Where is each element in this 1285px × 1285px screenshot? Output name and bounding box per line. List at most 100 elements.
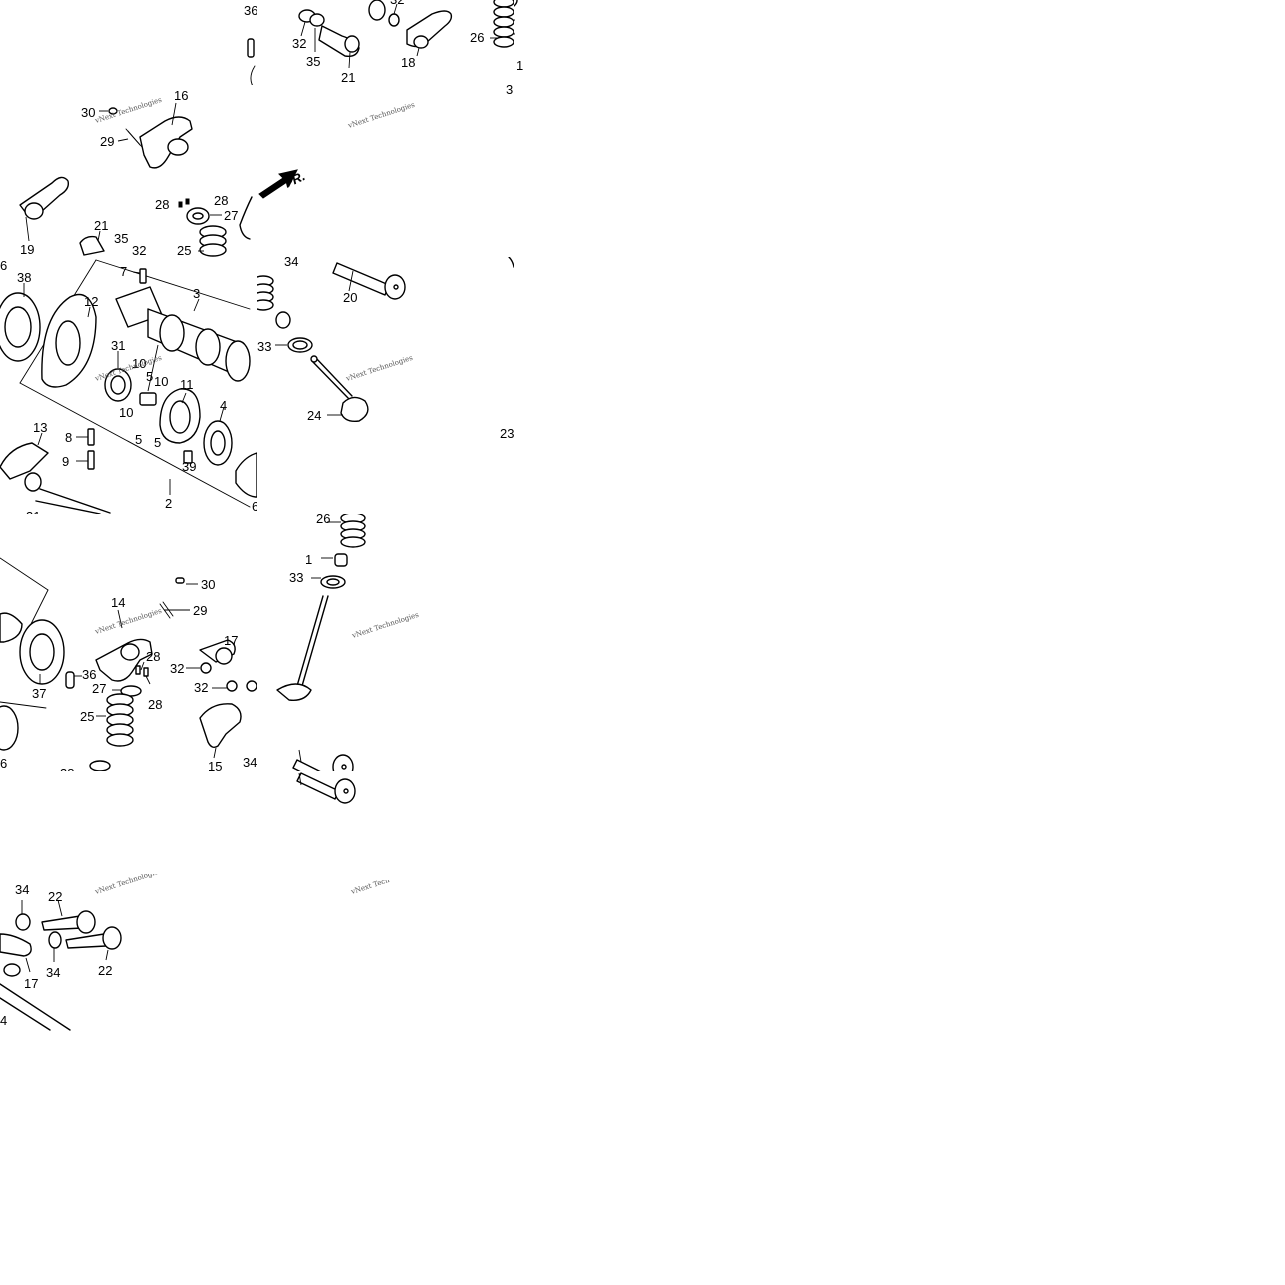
callout-label: 5 bbox=[154, 435, 161, 450]
diagram-tile-camshaft: 6 38 7 12 3 31 10 5 10 10 5 5 11 4 13 8 … bbox=[0, 257, 257, 514]
callout-label: 30 bbox=[81, 105, 95, 120]
callout-label: 16 bbox=[174, 88, 188, 103]
callout-label: 36 bbox=[244, 3, 257, 18]
callout-label: 21 bbox=[341, 70, 355, 85]
callout-label: 32 bbox=[132, 243, 146, 257]
callout-label: 34 bbox=[284, 257, 298, 269]
callout-label: 10 bbox=[154, 374, 168, 389]
callout-label: 34 bbox=[46, 965, 60, 980]
rocker-shaft-parts-illustration bbox=[298, 0, 498, 69]
camshaft-assembly-illustration bbox=[0, 259, 257, 514]
lower-rocker-arm-illustration bbox=[0, 557, 257, 771]
callout-label: 5 bbox=[135, 432, 142, 447]
callout-label: 28 bbox=[214, 193, 228, 208]
callout-label: 26 bbox=[470, 30, 484, 45]
callout-label: 27 bbox=[224, 208, 238, 223]
callout-label: 1 bbox=[516, 58, 523, 73]
diagram-tile-lower-valve: 26 1 33 20 vNext Technologies bbox=[257, 514, 514, 771]
callout-label: 5 bbox=[146, 369, 153, 384]
callout-label: 1 bbox=[305, 552, 312, 567]
valve-illustration bbox=[257, 257, 514, 423]
callout-label: 14 bbox=[111, 595, 125, 610]
callout-label: 26 bbox=[316, 514, 330, 526]
callout-label: 17 bbox=[24, 976, 38, 991]
callout-label: 28 bbox=[146, 649, 160, 664]
svg-text:vNext Technologies: vNext Technologies bbox=[93, 607, 163, 637]
diagram-tile-bottom-fragment: vNext Technologies bbox=[340, 880, 390, 920]
callout-label: 19 bbox=[20, 242, 34, 257]
callout-label: 38 bbox=[17, 270, 31, 285]
diagram-tile-left-rocker: 16 30 29 19 21 35 32 28 28 27 25 vNext T… bbox=[0, 85, 257, 257]
callout-label: 6 bbox=[0, 258, 7, 273]
callout-label: 13 bbox=[33, 420, 47, 435]
diagram-tile-bottom-shafts: 34 22 34 17 22 4 vNext Technologies bbox=[0, 874, 257, 1034]
diagram-tile-spring-edge: 26 3 bbox=[470, 0, 514, 257]
callout-label: 7 bbox=[120, 264, 127, 279]
lower-valve-illustration bbox=[276, 514, 366, 771]
watermark: vNext Technologies bbox=[93, 874, 163, 896]
watermark: vNext Technologies bbox=[93, 607, 163, 637]
callout-label: 23 bbox=[500, 426, 514, 441]
callout-label: 28 bbox=[148, 697, 162, 712]
callout-label: 15 bbox=[208, 759, 222, 771]
watermark: vNext Technologies bbox=[349, 880, 390, 896]
svg-text:vNext Technologies: vNext Technologies bbox=[344, 354, 414, 384]
svg-text:vNext Technologies: vNext Technologies bbox=[350, 611, 420, 641]
callout-label: 10 bbox=[132, 356, 146, 371]
callout-label: 3 bbox=[193, 286, 200, 301]
callout-label: 31 bbox=[111, 338, 125, 353]
direction-label: FR. bbox=[282, 168, 307, 190]
callout-label: 35 bbox=[306, 54, 320, 69]
svg-text:vNext Technologies: vNext Technologies bbox=[93, 96, 163, 126]
callout-label: 27 bbox=[92, 681, 106, 696]
callout-label: 37 bbox=[32, 686, 46, 701]
callout-label: 31 bbox=[26, 509, 40, 514]
diagram-tile-lower-rocker: 14 30 29 28 36 27 28 25 37 6 17 32 32 15… bbox=[0, 514, 257, 771]
callout-label: 32 bbox=[170, 661, 184, 676]
callout-label: 20 bbox=[343, 290, 357, 305]
callout-label: 22 bbox=[98, 963, 112, 978]
diagram-tile-lower-valve-pin bbox=[257, 771, 514, 821]
callout-label: 29 bbox=[193, 603, 207, 618]
callout-label: 33 bbox=[257, 339, 271, 354]
rocker-shaft-illustration bbox=[0, 899, 122, 1031]
front-arrow-icon bbox=[258, 169, 298, 199]
callout-label: 30 bbox=[201, 577, 215, 592]
callout-label: 32 bbox=[292, 36, 306, 51]
svg-text:vNext Technologies: vNext Technologies bbox=[346, 101, 416, 131]
callout-label: 9 bbox=[62, 454, 69, 469]
callout-label: 32 bbox=[390, 0, 404, 7]
callout-label: 36 bbox=[82, 667, 96, 682]
callout-label: 25 bbox=[80, 709, 94, 724]
rocker-arm-illustration bbox=[19, 102, 253, 257]
callout-label: 24 bbox=[307, 408, 321, 423]
callout-label: 22 bbox=[48, 889, 62, 904]
callout-label: 10 bbox=[119, 405, 133, 420]
callout-label: 34 bbox=[15, 882, 29, 897]
callout-label: 17 bbox=[224, 633, 238, 648]
watermark: vNext Technologies bbox=[344, 354, 414, 384]
valve-spring-illustration bbox=[490, 0, 514, 48]
watermark: vNext Technologies bbox=[350, 611, 420, 641]
callout-label: 2 bbox=[165, 496, 172, 511]
callout-label: 6 bbox=[0, 756, 7, 771]
callout-label: 3 bbox=[506, 82, 513, 97]
diagram-tile-right-edge: 23 bbox=[500, 420, 520, 450]
svg-text:vNext Technologies: vNext Technologies bbox=[93, 874, 163, 896]
diagram-tile-valve: 34 20 33 24 vNext Technologies bbox=[257, 257, 514, 514]
callout-label: 6 bbox=[252, 499, 257, 514]
callout-label: 21 bbox=[94, 218, 108, 233]
callout-label: 29 bbox=[100, 134, 114, 149]
callout-label: 11 bbox=[180, 377, 194, 392]
callout-label: 25 bbox=[177, 243, 191, 257]
callout-label: 18 bbox=[401, 55, 415, 70]
direction-indicator: FR. bbox=[257, 150, 337, 220]
callout-label: 32 bbox=[194, 680, 208, 695]
diagram-tile-top-right: 1 bbox=[514, 0, 771, 257]
callout-label: 34 bbox=[243, 755, 257, 770]
callout-label: 33 bbox=[289, 570, 303, 585]
callout-label: 39 bbox=[182, 459, 196, 474]
callout-label: 12 bbox=[84, 294, 98, 309]
callout-label: 35 bbox=[114, 231, 128, 246]
